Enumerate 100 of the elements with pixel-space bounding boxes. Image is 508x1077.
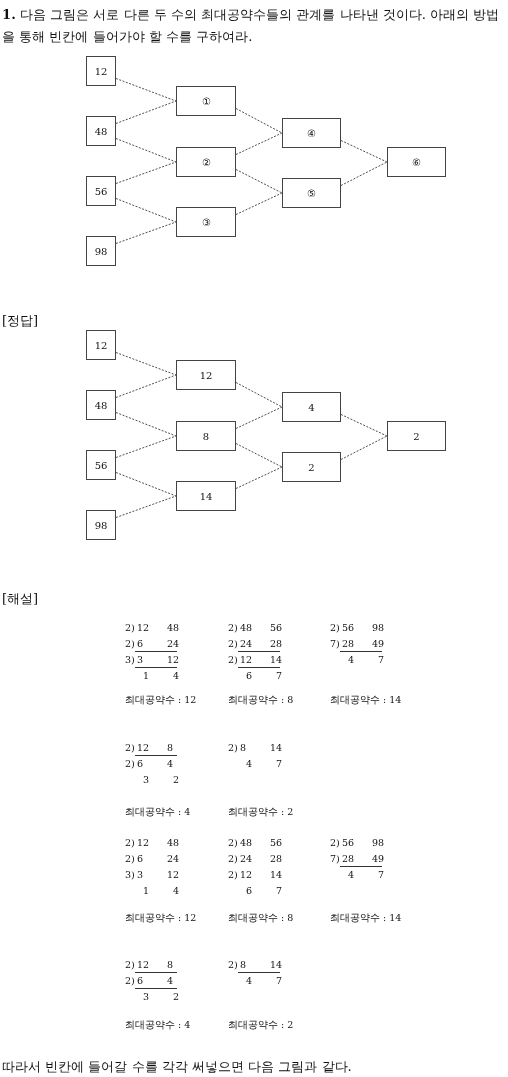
quotient-number: 7 bbox=[276, 758, 283, 770]
dividend-number: 6 bbox=[137, 638, 144, 650]
number-box: ① bbox=[176, 86, 236, 116]
connector-line bbox=[115, 352, 177, 376]
number-box: 98 bbox=[86, 510, 116, 540]
number-box: 56 bbox=[86, 450, 116, 480]
divisor-label: 2) bbox=[125, 975, 135, 987]
dividend-number: 56 bbox=[270, 622, 283, 634]
dividend-number: 8 bbox=[167, 959, 174, 971]
number-box: 2 bbox=[387, 421, 446, 451]
connector-line bbox=[340, 140, 388, 163]
dividend-number: 28 bbox=[342, 853, 355, 865]
connector-line bbox=[115, 161, 177, 184]
number-box: 12 bbox=[86, 330, 116, 360]
number-box: 4 bbox=[282, 392, 341, 422]
connector-line bbox=[235, 192, 283, 215]
dividend-number: 12 bbox=[137, 959, 150, 971]
result-text: 최대공약수 : 12 bbox=[125, 694, 197, 706]
dividend-number: 49 bbox=[372, 638, 385, 650]
quotient-number: 1 bbox=[143, 885, 150, 897]
connector-line bbox=[235, 443, 283, 468]
connector-line bbox=[115, 100, 177, 124]
connector-line bbox=[340, 414, 388, 437]
dividend-number: 14 bbox=[270, 654, 283, 666]
quotient-number: 6 bbox=[246, 885, 253, 897]
dividend-number: 8 bbox=[240, 742, 247, 754]
dividend-number: 12 bbox=[167, 869, 180, 881]
connector-line bbox=[235, 108, 283, 134]
divisor-label: 2) bbox=[125, 638, 135, 650]
dividend-number: 24 bbox=[167, 638, 180, 650]
dividend-number: 56 bbox=[342, 622, 355, 634]
dividend-number: 49 bbox=[372, 853, 385, 865]
divisor-label: 2) bbox=[125, 837, 135, 849]
quotient-number: 6 bbox=[246, 670, 253, 682]
result-text: 최대공약수 : 4 bbox=[125, 1019, 191, 1031]
divisor-label: 2) bbox=[228, 959, 238, 971]
connector-line bbox=[340, 435, 388, 460]
dividend-number: 48 bbox=[240, 622, 253, 634]
number-box: 14 bbox=[176, 481, 236, 511]
quotient-number: 3 bbox=[143, 991, 150, 1003]
dividend-number: 6 bbox=[137, 758, 144, 770]
result-text: 최대공약수 : 14 bbox=[330, 694, 402, 706]
dividend-number: 14 bbox=[270, 959, 283, 971]
number-box: 12 bbox=[86, 56, 116, 86]
connector-line bbox=[115, 374, 177, 398]
result-text: 최대공약수 : 14 bbox=[330, 912, 402, 924]
dividend-number: 12 bbox=[137, 622, 150, 634]
dividend-number: 24 bbox=[240, 853, 253, 865]
divisor-label: 7) bbox=[330, 853, 340, 865]
number-box: 2 bbox=[282, 452, 341, 482]
result-text: 최대공약수 : 12 bbox=[125, 912, 197, 924]
dividend-number: 24 bbox=[167, 853, 180, 865]
divisor-label: 2) bbox=[228, 622, 238, 634]
section-heading: [정답] bbox=[2, 312, 39, 330]
divisor-label: 2) bbox=[330, 622, 340, 634]
quotient-number: 4 bbox=[173, 670, 180, 682]
quotient-number: 4 bbox=[348, 869, 355, 881]
dividend-number: 8 bbox=[167, 742, 174, 754]
dividend-number: 12 bbox=[240, 654, 253, 666]
section-heading: [해설] bbox=[2, 590, 39, 608]
result-text: 최대공약수 : 8 bbox=[228, 912, 294, 924]
dividend-number: 98 bbox=[372, 837, 385, 849]
dividend-number: 28 bbox=[270, 853, 283, 865]
dividend-number: 4 bbox=[167, 758, 174, 770]
quotient-number: 3 bbox=[143, 774, 150, 786]
number-box: 98 bbox=[86, 236, 116, 266]
quotient-number: 1 bbox=[143, 670, 150, 682]
connector-line bbox=[115, 221, 177, 244]
divisor-label: 2) bbox=[125, 622, 135, 634]
result-text: 최대공약수 : 4 bbox=[125, 806, 191, 818]
dividend-number: 12 bbox=[167, 654, 180, 666]
dividend-number: 12 bbox=[137, 837, 150, 849]
divisor-label: 2) bbox=[228, 654, 238, 666]
quotient-number: 2 bbox=[173, 991, 180, 1003]
connector-line bbox=[115, 495, 177, 518]
quotient-number: 7 bbox=[378, 654, 385, 666]
divisor-label: 2) bbox=[125, 959, 135, 971]
number-box: 48 bbox=[86, 116, 116, 146]
connector-line bbox=[115, 78, 177, 102]
connector-line bbox=[340, 161, 388, 186]
quotient-number: 2 bbox=[173, 774, 180, 786]
quotient-number: 7 bbox=[276, 975, 283, 987]
result-text: 최대공약수 : 8 bbox=[228, 694, 294, 706]
quotient-number: 7 bbox=[378, 869, 385, 881]
number-box: 8 bbox=[176, 421, 236, 451]
result-text: 최대공약수 : 2 bbox=[228, 1019, 294, 1031]
dividend-number: 8 bbox=[240, 959, 247, 971]
dividend-number: 3 bbox=[137, 869, 144, 881]
connector-line bbox=[235, 382, 283, 408]
divisor-label: 2) bbox=[125, 742, 135, 754]
conclusion-text: 따라서 빈칸에 들어갈 수를 각각 써넣으면 다음 그림과 같다. bbox=[2, 1058, 352, 1076]
number-box: ④ bbox=[282, 118, 341, 148]
result-text: 최대공약수 : 2 bbox=[228, 806, 294, 818]
quotient-number: 4 bbox=[348, 654, 355, 666]
connector-line bbox=[235, 466, 283, 489]
divisor-label: 2) bbox=[228, 742, 238, 754]
divisor-label: 2) bbox=[228, 853, 238, 865]
dividend-number: 14 bbox=[270, 742, 283, 754]
number-box: ⑥ bbox=[387, 147, 446, 177]
dividend-number: 28 bbox=[342, 638, 355, 650]
